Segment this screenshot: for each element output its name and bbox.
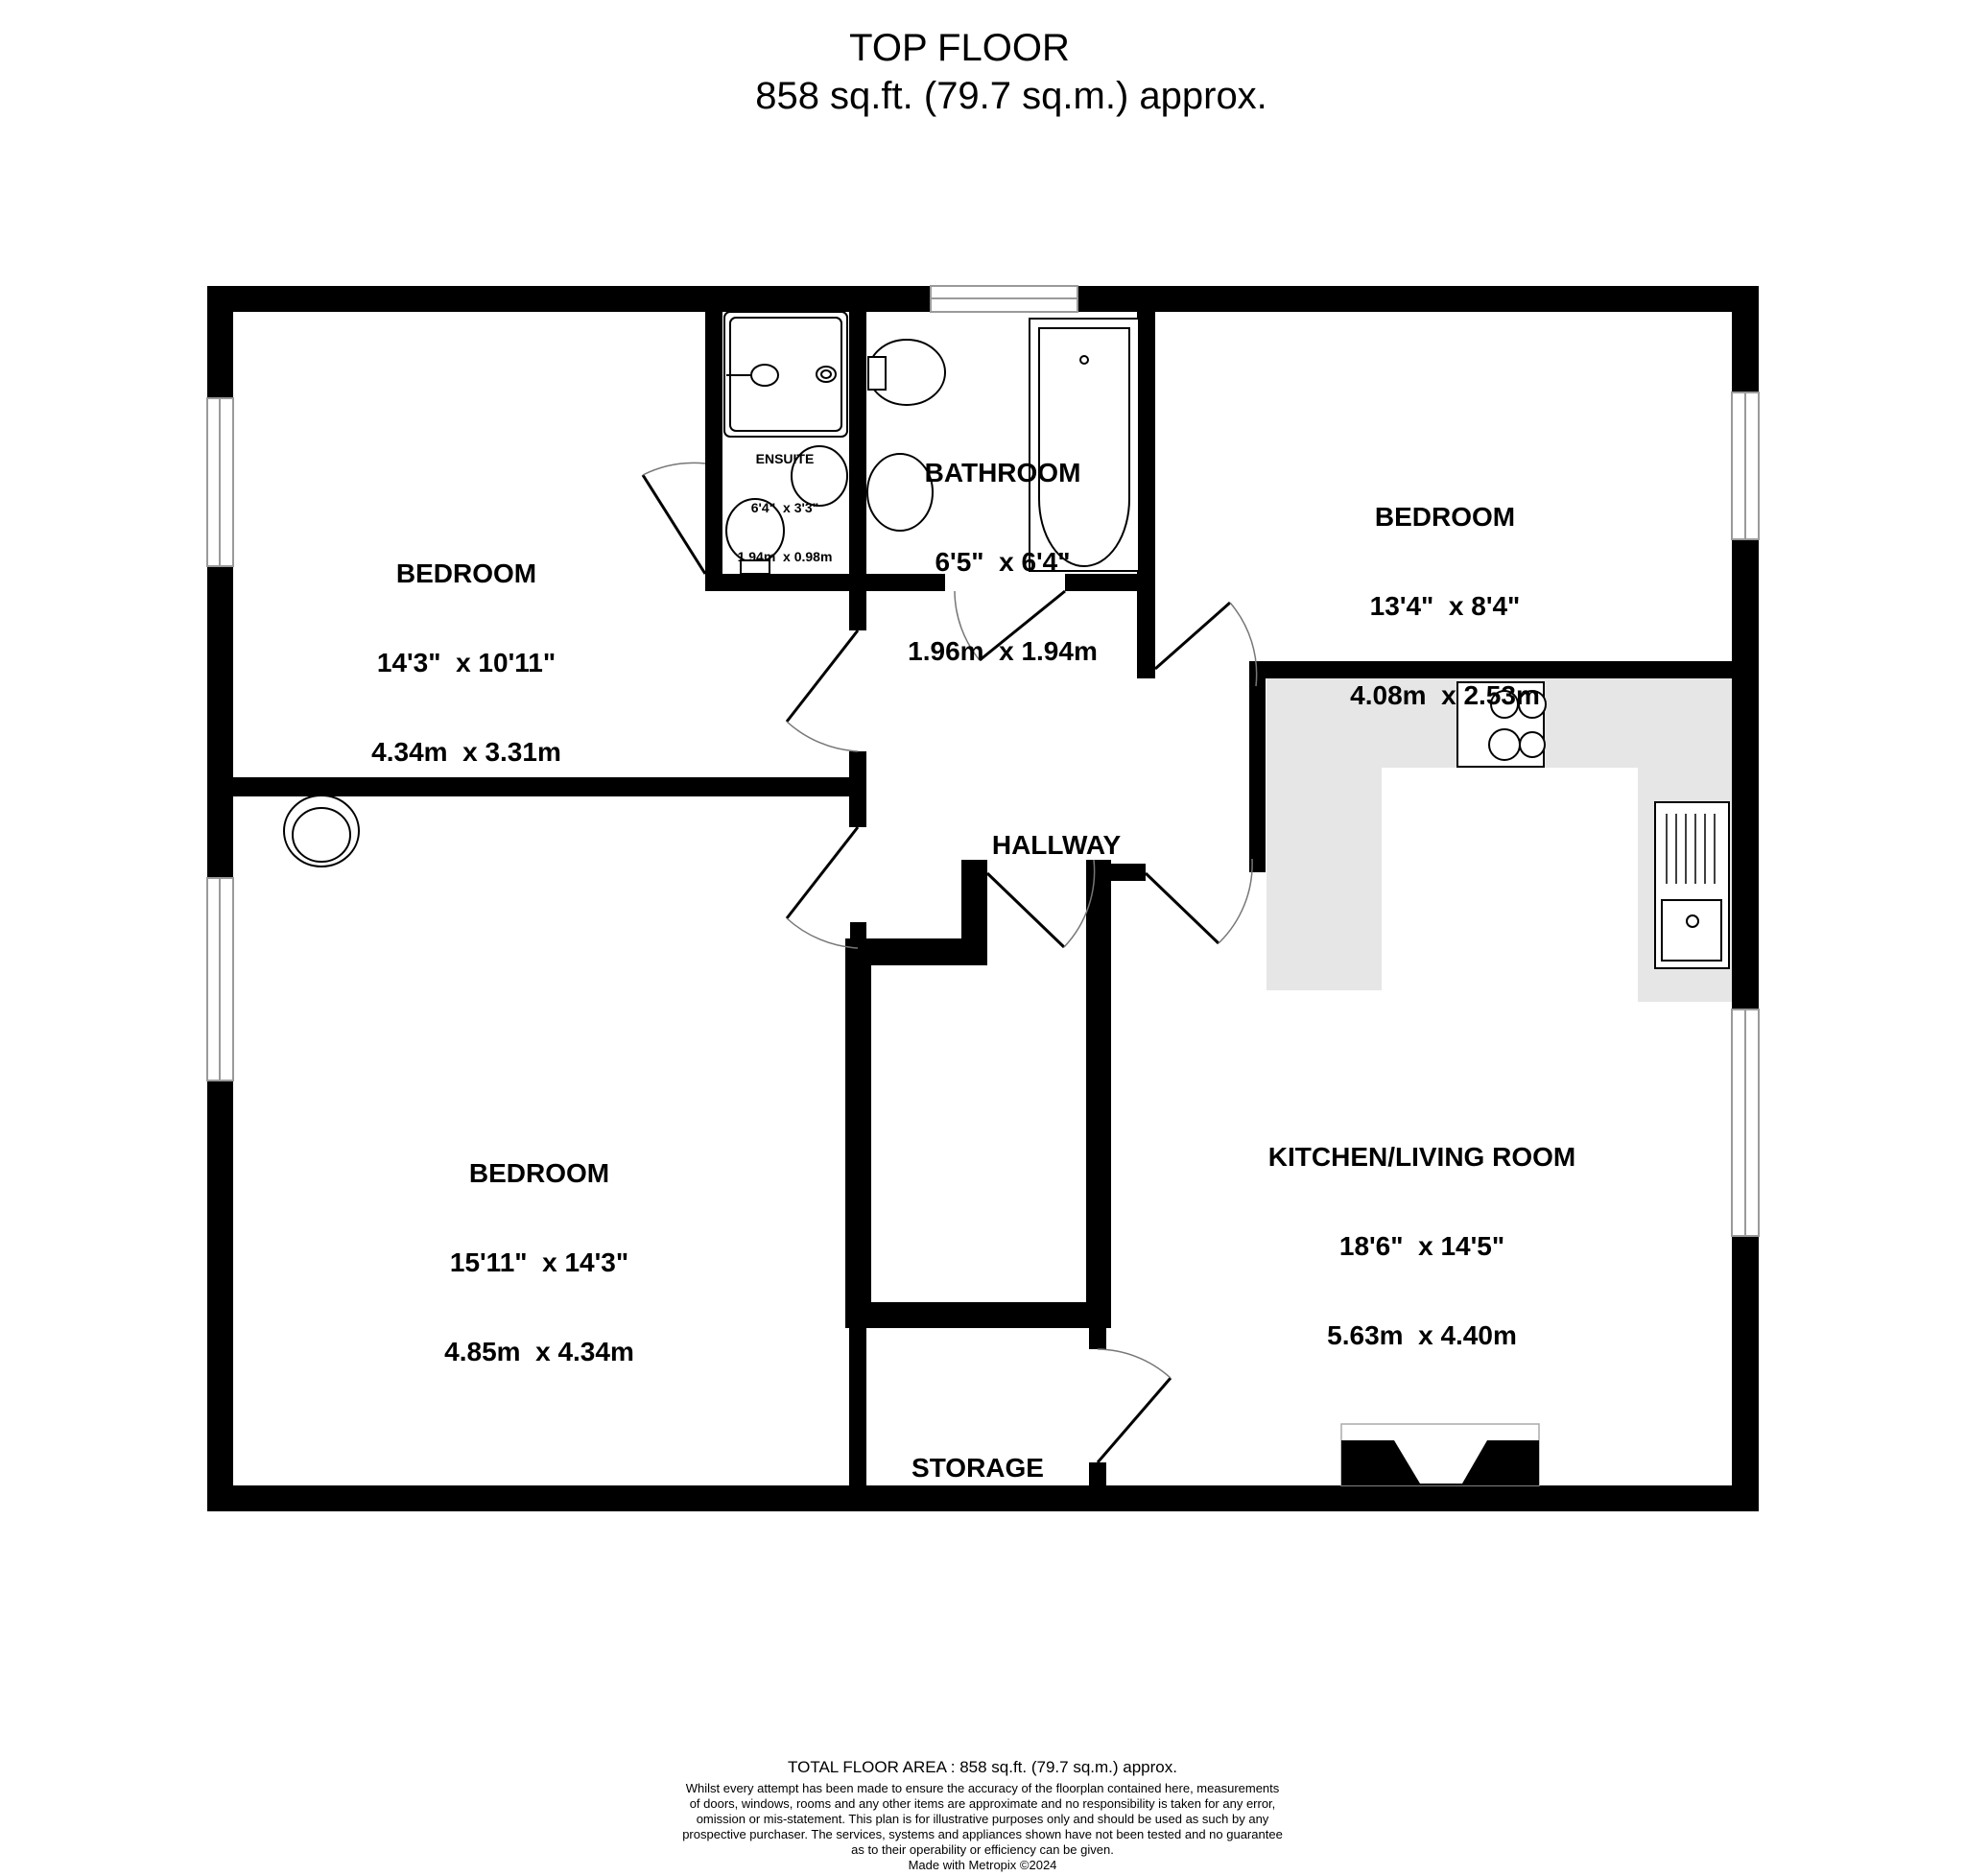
room-name: BEDROOM xyxy=(1374,502,1516,532)
room-size-imperial: 6'4" x 3'3" xyxy=(750,500,819,515)
floor-area-subtitle: 858 sq.ft. (79.7 sq.m.) approx. xyxy=(755,75,1267,117)
room-label-bedroom-1: BEDROOM 14'3" x 10'11" 4.34m x 3.31m xyxy=(371,499,561,796)
room-label-storage: STORAGE xyxy=(911,1393,1044,1512)
room-label-bedroom-2: BEDROOM 13'4" x 8'4" 4.08m x 2.53m xyxy=(1350,442,1540,740)
floor-title: TOP FLOOR xyxy=(849,27,1070,69)
room-name: BATHROOM xyxy=(924,458,1081,487)
disclaimer-line: prospective purchaser. The services, sys… xyxy=(682,1827,1283,1841)
room-name: STORAGE xyxy=(911,1453,1044,1483)
footer: TOTAL FLOOR AREA : 858 sq.ft. (79.7 sq.m… xyxy=(0,1758,1965,1873)
washbasin-icon xyxy=(791,445,848,507)
room-label-kitchen-living: KITCHEN/LIVING ROOM 18'6" x 14'5" 5.63m … xyxy=(1268,1082,1575,1380)
room-label-bedroom-3: BEDROOM 15'11" x 14'3" 4.85m x 4.34m xyxy=(444,1099,634,1396)
room-name: KITCHEN/LIVING ROOM xyxy=(1267,1142,1576,1172)
room-name: ENSUITE xyxy=(755,451,815,466)
room-size-imperial: 18'6" x 14'5" xyxy=(1338,1231,1505,1261)
doors xyxy=(641,462,1258,1463)
room-size-metric: 4.85m x 4.34m xyxy=(444,1337,634,1366)
room-size-metric: 4.34m x 3.31m xyxy=(371,737,561,767)
disclaimer-line: as to their operability or efficiency ca… xyxy=(851,1842,1114,1857)
room-size-imperial: 6'5" x 6'4" xyxy=(935,547,1071,577)
total-floor-area: TOTAL FLOOR AREA : 858 sq.ft. (79.7 sq.m… xyxy=(788,1758,1177,1776)
room-size-metric: 1.94m x 0.98m xyxy=(737,549,833,564)
sink-drainer xyxy=(1666,814,1716,884)
room-size-metric: 1.96m x 1.94m xyxy=(908,636,1098,666)
disclaimer-line: omission or mis-statement. This plan is … xyxy=(696,1812,1269,1826)
room-label-bathroom: BATHROOM 6'5" x 6'4" 1.96m x 1.94m xyxy=(908,398,1098,696)
room-name: HALLWAY xyxy=(991,830,1122,860)
room-size-imperial: 14'3" x 10'11" xyxy=(376,648,556,677)
room-size-metric: 5.63m x 4.40m xyxy=(1327,1320,1517,1350)
room-size-metric: 4.08m x 2.53m xyxy=(1350,680,1540,710)
fixtures xyxy=(283,311,1730,969)
disclaimer-line: of doors, windows, rooms and any other i… xyxy=(689,1796,1276,1811)
fireplace-icon xyxy=(1340,1423,1540,1486)
room-label-hallway: HALLWAY xyxy=(992,771,1121,890)
room-label-ensuite: ENSUITE 6'4" x 3'3" 1.94m x 0.98m xyxy=(738,418,833,582)
room-size-imperial: 15'11" x 14'3" xyxy=(449,1247,629,1277)
washbasin-icon xyxy=(866,453,934,532)
disclaimer-line: Whilst every attempt has been made to en… xyxy=(685,1781,1280,1795)
room-name: BEDROOM xyxy=(468,1158,610,1188)
room-size-imperial: 13'4" x 8'4" xyxy=(1369,591,1521,621)
room-name: BEDROOM xyxy=(395,558,537,588)
windows xyxy=(206,285,1760,1237)
credit: Made with Metropix ©2024 xyxy=(908,1858,1057,1872)
